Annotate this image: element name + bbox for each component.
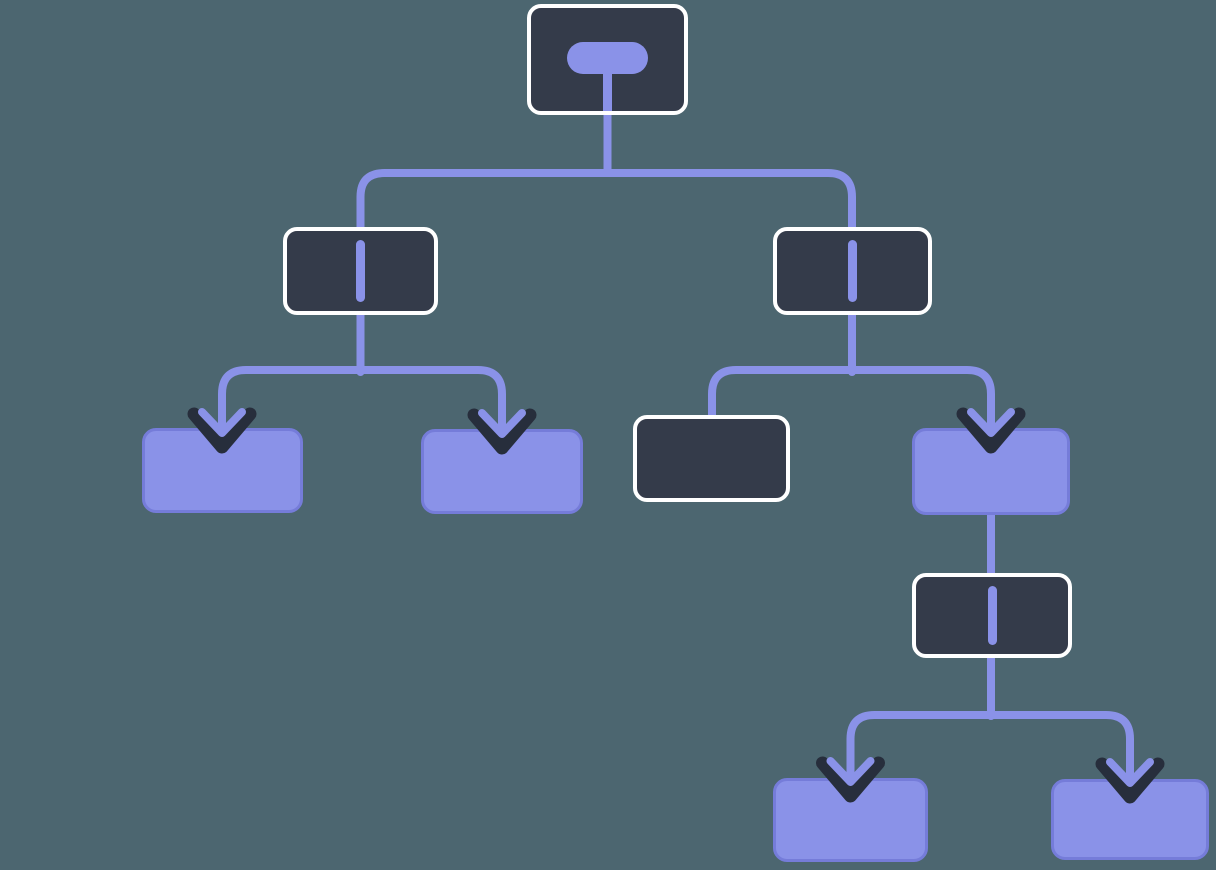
pass-through-line-icon <box>356 240 365 302</box>
chevron-notch-icon <box>956 407 1026 454</box>
root-pill-icon <box>567 42 648 74</box>
arrow-down-icon <box>1106 745 1154 787</box>
edge-left-bar <box>218 366 506 435</box>
arrow-down-icon <box>967 395 1015 437</box>
branch-node-right[interactable] <box>773 227 932 315</box>
edge-bottom-bar <box>846 711 1134 785</box>
chevron-notch-icon <box>467 408 537 455</box>
edge-right-bar <box>708 366 995 434</box>
pass-through-line-icon <box>987 586 997 645</box>
chevron-notch-icon <box>816 756 885 803</box>
root-node[interactable] <box>527 4 688 115</box>
chevron-notch-icon <box>1095 757 1165 804</box>
pass-through-line-icon <box>848 240 857 302</box>
chevron-notch-icon <box>187 407 257 454</box>
arrow-down-icon <box>198 395 246 437</box>
edge-level1-bar <box>356 169 856 235</box>
dark-leaf-node[interactable] <box>633 415 790 502</box>
arrow-down-icon <box>826 744 875 786</box>
branch-node-right-2[interactable] <box>912 573 1072 658</box>
branch-node-left[interactable] <box>283 227 438 315</box>
arrow-down-icon <box>478 396 526 438</box>
root-stem-icon <box>603 58 612 111</box>
